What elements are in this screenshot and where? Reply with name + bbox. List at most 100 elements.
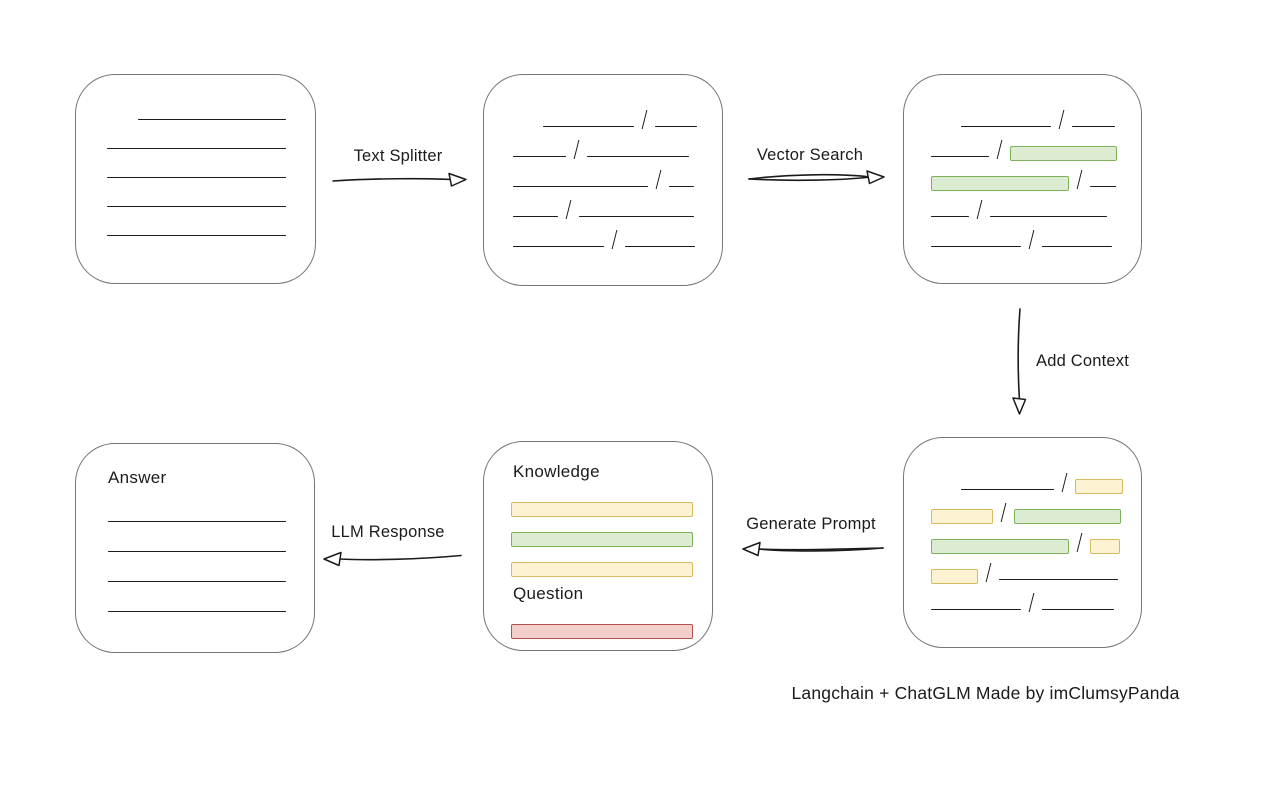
- chunk-highlight-yellow: [931, 509, 993, 524]
- content-row: [107, 150, 315, 179]
- text-line: [1072, 126, 1115, 127]
- text-line: [961, 489, 1054, 490]
- chunk-highlight-green: [511, 532, 693, 547]
- slash-separator: [655, 170, 662, 189]
- text-line: [1090, 186, 1116, 187]
- content-row: [108, 493, 314, 523]
- vector-search-arrow: [748, 170, 885, 185]
- arrow-line: [758, 547, 884, 551]
- slash-separator: [1058, 110, 1065, 129]
- chunk-highlight-green: [1014, 509, 1121, 524]
- content-row: [931, 98, 1141, 129]
- slash-separator: [1061, 473, 1068, 492]
- chunk-highlight-green: [931, 539, 1069, 554]
- text-line: [138, 119, 286, 120]
- content-row: [107, 179, 315, 208]
- content-row: [511, 484, 712, 517]
- content-row: [513, 98, 722, 129]
- arrow-head: [742, 541, 761, 557]
- content-row: [931, 521, 1141, 554]
- content-row: [513, 128, 722, 159]
- document-lines: [76, 75, 315, 237]
- text-line: [931, 156, 989, 157]
- content-row: [108, 583, 314, 613]
- slash-separator: [1076, 533, 1083, 552]
- content-row: [108, 553, 314, 583]
- text-line: [931, 609, 1021, 610]
- question-bar: [484, 606, 712, 639]
- text-line: [513, 186, 648, 187]
- arrow-line: [748, 176, 871, 182]
- prompt-node: Knowledge Question: [483, 441, 713, 651]
- content-row: [931, 128, 1141, 161]
- diagram-caption: Langchain + ChatGLM Made by imClumsyPand…: [791, 683, 1180, 703]
- vector-search-label: Vector Search: [756, 146, 864, 164]
- content-row: [931, 158, 1141, 191]
- arrow-head: [1012, 397, 1027, 415]
- content-row: [107, 92, 315, 121]
- text-line: [108, 521, 286, 522]
- chunk-highlight-yellow: [931, 569, 978, 584]
- content-row: [513, 158, 722, 189]
- text-line: [999, 579, 1118, 580]
- question-label: Question: [513, 584, 584, 603]
- source-document-node: [75, 74, 316, 284]
- text-splitter-arrow: [332, 172, 467, 187]
- slash-separator: [1076, 170, 1083, 189]
- slash-separator: [985, 563, 992, 582]
- content-row: [108, 523, 314, 553]
- content-row: [107, 208, 315, 237]
- slash-separator: [1028, 593, 1035, 612]
- slash-separator: [565, 200, 572, 219]
- content-row: [931, 188, 1141, 219]
- add-context-label: Add Context: [1036, 352, 1130, 370]
- chunk-highlight-yellow: [511, 502, 693, 517]
- generate-prompt-arrow: [742, 541, 884, 557]
- text-line: [625, 246, 695, 247]
- arrow-line: [332, 177, 452, 182]
- text-line: [513, 156, 566, 157]
- arrow-line: [338, 554, 462, 561]
- content-row: [511, 544, 712, 577]
- knowledge-bars: [484, 484, 712, 577]
- context-chunks-node: [903, 437, 1142, 648]
- answer-lines: [76, 493, 314, 613]
- split-chunks-node: [483, 74, 723, 286]
- knowledge-label: Knowledge: [513, 462, 600, 481]
- chunk-rows: [904, 75, 1141, 249]
- answer-label: Answer: [108, 468, 167, 487]
- text-line: [931, 246, 1021, 247]
- llm-response-arrow: [323, 551, 462, 567]
- content-row: [931, 491, 1141, 524]
- arrow-head: [448, 172, 467, 187]
- chunk-highlight-yellow: [511, 562, 693, 577]
- text-line: [543, 126, 634, 127]
- text-line: [655, 126, 697, 127]
- content-row: [511, 514, 712, 547]
- chunk-highlight-yellow: [1090, 539, 1120, 554]
- arrow-head: [323, 551, 342, 567]
- content-row: [513, 218, 722, 249]
- content-row: [931, 218, 1141, 249]
- text-line: [1042, 609, 1114, 610]
- arrow-line: [748, 173, 871, 180]
- chunk-highlight-red: [511, 624, 693, 639]
- llm-response-label: LLM Response: [331, 523, 445, 541]
- text-line: [579, 216, 694, 217]
- text-line: [931, 216, 969, 217]
- text-line: [107, 148, 286, 149]
- content-row: [107, 121, 315, 150]
- content-row: [511, 606, 712, 639]
- answer-node: Answer: [75, 443, 315, 653]
- text-splitter-label: Text Splitter: [353, 147, 443, 165]
- text-line: [107, 177, 286, 178]
- slash-separator: [611, 230, 618, 249]
- text-line: [108, 551, 286, 552]
- text-line: [513, 246, 604, 247]
- slash-separator: [996, 140, 1003, 159]
- content-row: [931, 551, 1141, 584]
- text-line: [961, 126, 1051, 127]
- arrow-head: [866, 170, 885, 185]
- content-row: [931, 581, 1141, 612]
